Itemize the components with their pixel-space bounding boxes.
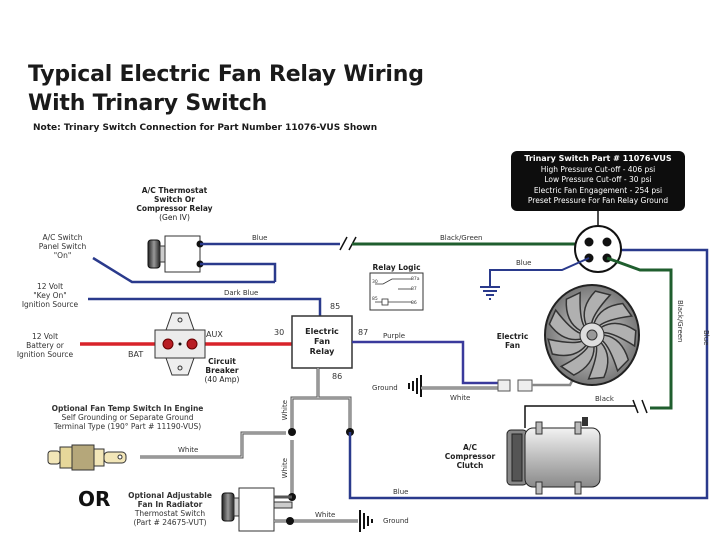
breaker-bat-label: BAT [128, 350, 144, 359]
or-label: OR [78, 487, 111, 511]
wire-label-white-vertical-1: White [281, 400, 289, 421]
wire-white-temp [140, 431, 286, 459]
ground-symbol-bottom [359, 510, 373, 532]
fan-blade [583, 290, 612, 326]
wire-label-dark-blue: Dark Blue [224, 289, 259, 297]
relay-pin-85: 85 [330, 302, 341, 311]
fan-temp-switch [47, 444, 127, 471]
wire-break-right [632, 399, 648, 414]
wire-label-blue-top: Blue [252, 234, 268, 242]
wire-black-green-right [606, 256, 673, 410]
relay-logic-pin: 30 [372, 280, 378, 285]
wire-blue-thermo-lower [200, 262, 277, 282]
trinary-info-line: Low Pressure Cut-off - 30 psi [544, 175, 652, 184]
trinary-switch [574, 211, 622, 273]
electric-fan [544, 284, 640, 386]
relay-logic-pin: 86 [411, 301, 417, 306]
wire-label-white-fan: White [450, 394, 471, 402]
wire-label-blue-bottom: Blue [393, 488, 409, 496]
electric-fan-label: Electric Fan [496, 332, 529, 350]
fan-blade [559, 345, 595, 376]
relay-logic-diagram [369, 272, 424, 311]
wire-label-ground-bottom: Ground [383, 517, 409, 525]
relay-logic-pin: 85 [372, 297, 378, 302]
relay-logic-title: Relay Logic [372, 263, 421, 272]
wire-label-purple: Purple [383, 332, 406, 340]
wire-ac-panel [92, 256, 275, 284]
wire-label-white-vertical-2: White [281, 458, 289, 479]
note: Note: Trinary Switch Connection for Part… [33, 123, 378, 133]
trinary-info-line: High Pressure Cut-off - 406 psi [540, 164, 656, 174]
ground-symbol-fan [408, 375, 422, 397]
battery-label: 12 Volt Battery or Ignition Source [16, 332, 74, 359]
ac-thermostat-switch [147, 235, 204, 273]
ac-thermostat-label: A/C Thermostat Switch Or Compressor Rela… [136, 186, 213, 222]
trinary-info-box: Trinary Switch Part # 11076-VUS High Pre… [511, 151, 685, 211]
relay-logic-pin: 87a [411, 277, 420, 282]
wire-label-black-green-top: Black/Green [440, 234, 483, 242]
relay-pin-86: 86 [332, 372, 343, 381]
wire-label-white-temp: White [178, 446, 199, 454]
fan-blade [601, 334, 630, 373]
trinary-info-line: Electric Fan Engagement - 254 psi [533, 185, 663, 195]
fan-blade [565, 291, 585, 332]
compressor-label: A/C Compressor Clutch [444, 443, 496, 470]
wire-dark-blue [88, 297, 322, 318]
wire-label-black-compressor: Black [595, 395, 614, 403]
fan-blade [593, 302, 634, 327]
fan-blade [587, 341, 609, 380]
circuit-breaker [154, 312, 206, 376]
wire-blue-trinary-ground [489, 257, 590, 287]
ac-compressor [506, 417, 601, 495]
title-line-2: With Trinary Switch [28, 91, 268, 116]
wire-label-blue-ground: Blue [516, 259, 532, 267]
breaker-aux-label: AUX [206, 330, 223, 339]
relay-pin-30: 30 [274, 328, 285, 337]
wire-label-black-green-right: Black/Green [676, 300, 684, 343]
relay-label: Electric Fan Relay [305, 327, 339, 356]
wire-label-white-bottom: White [315, 511, 336, 519]
fan-blade [547, 338, 588, 357]
trinary-info-heading: Trinary Switch Part # 11076-VUS [524, 154, 672, 163]
wire-blue-bottom [348, 248, 709, 500]
ground-symbol-trinary [480, 286, 500, 300]
junction-dot [286, 517, 294, 525]
trinary-info-line: Preset Pressure For Fan Relay Ground [527, 196, 669, 205]
fan-connector [497, 379, 533, 392]
wire-black-compressor [524, 405, 635, 428]
fan-blade [548, 308, 582, 341]
title-line-1: Typical Electric Fan Relay Wiring [28, 62, 424, 87]
wire-label-ground-fan: Ground [372, 384, 398, 392]
key-on-label: 12 Volt "Key On" Ignition Source [21, 282, 79, 309]
relay-pin-87: 87 [358, 328, 369, 337]
ac-switch-label: A/C Switch Panel Switch "On" [38, 233, 87, 260]
fan-blade [600, 322, 637, 348]
circuit-breaker-label: Circuit Breaker (40 Amp) [204, 357, 240, 384]
relay-logic-pin: 87 [411, 287, 417, 292]
junction-dot [288, 428, 296, 436]
temp-switch-label: Optional Fan Temp Switch In Engine Self … [51, 404, 204, 431]
wire-label-blue-right: Blue [702, 330, 710, 346]
radiator-switch-label: Optional Adjustable Fan In Radiator Ther… [128, 491, 212, 527]
radiator-thermostat-switch [221, 487, 293, 532]
wire-purple [352, 340, 498, 385]
